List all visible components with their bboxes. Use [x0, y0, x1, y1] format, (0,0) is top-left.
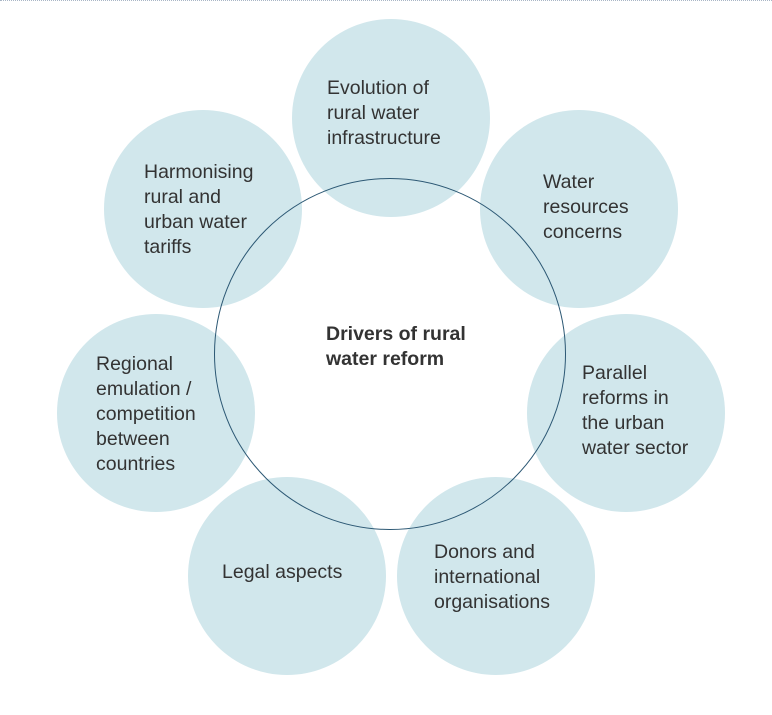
top-dotted-border: [0, 0, 772, 1]
driver-label-water-resources: Water resources concerns: [543, 171, 629, 243]
driver-label-legal-aspects: Legal aspects: [222, 561, 343, 583]
driver-label-parallel-reforms: Parallel reforms in the urban water sect…: [582, 362, 689, 459]
central-ring: [214, 178, 566, 530]
driver-label-evolution-infrastructure: Evolution of rural water infrastructure: [327, 77, 441, 149]
driver-label-regional-emulation: Regional emulation / competition between…: [96, 353, 196, 475]
driver-label-harmonising-tariffs: Harmonising rural and urban water tariff…: [144, 161, 254, 258]
driver-label-donors: Donors and international organisations: [434, 541, 550, 613]
center-title: Drivers of rural water reform: [326, 323, 466, 370]
